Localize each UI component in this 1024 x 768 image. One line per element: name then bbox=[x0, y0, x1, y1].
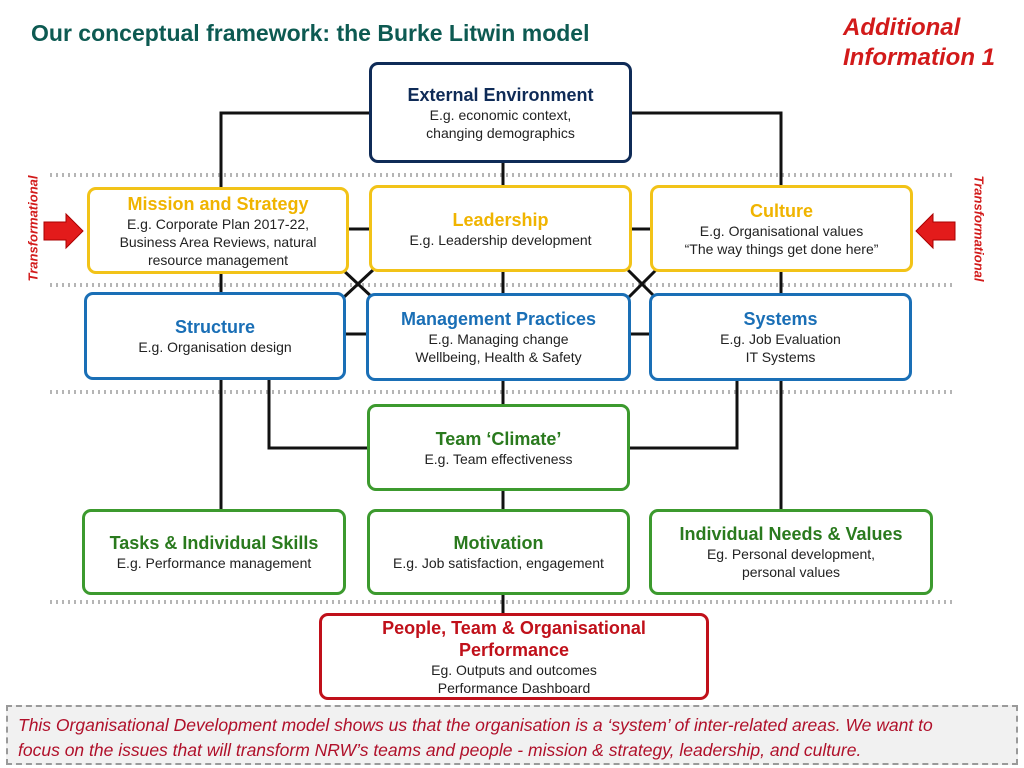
caption-line-1: This Organisational Development model sh… bbox=[18, 715, 933, 735]
box-leadership: Leadership E.g. Leadership development bbox=[369, 185, 632, 272]
structure-sub-1: E.g. Organisation design bbox=[138, 339, 292, 355]
structure-heading: Structure bbox=[174, 317, 255, 337]
needs-sub-1: Eg. Personal development, bbox=[706, 546, 876, 562]
motivation-sub-1: E.g. Job satisfaction, engagement bbox=[393, 555, 604, 571]
box-performance: People, Team & Organisational Performanc… bbox=[319, 613, 709, 700]
systems-sub-2: IT Systems bbox=[745, 349, 816, 365]
tasks-heading: Tasks & Individual Skills bbox=[109, 533, 319, 553]
systems-sub-1: E.g. Job Evaluation bbox=[720, 331, 841, 347]
leadership-sub-1: E.g. Leadership development bbox=[409, 231, 592, 248]
box-individual-needs-values: Individual Needs & Values Eg. Personal d… bbox=[649, 509, 933, 595]
transformational-label-right: Transformational bbox=[971, 175, 987, 282]
mission-sub-2: Business Area Reviews, natural bbox=[119, 233, 317, 250]
mission-sub-1: E.g. Corporate Plan 2017-22, bbox=[126, 215, 310, 232]
management-sub-1: E.g. Managing change bbox=[428, 331, 569, 347]
needs-sub-2: personal values bbox=[741, 564, 841, 580]
box-team-climate: Team ‘Climate’ E.g. Team effectiveness bbox=[367, 404, 630, 491]
box-tasks-individual-skills: Tasks & Individual Skills E.g. Performan… bbox=[82, 509, 346, 595]
external-sub-1: E.g. economic context, bbox=[429, 106, 572, 123]
performance-sub-1: Eg. Outputs and outcomes bbox=[431, 661, 597, 678]
box-motivation: Motivation E.g. Job satisfaction, engage… bbox=[367, 509, 630, 595]
connector-systems-climate bbox=[630, 376, 739, 450]
caption-box: This Organisational Development model sh… bbox=[6, 705, 1018, 765]
mission-heading: Mission and Strategy bbox=[127, 193, 309, 214]
management-sub-2: Wellbeing, Health & Safety bbox=[415, 349, 582, 365]
performance-sub-2: Performance Dashboard bbox=[437, 679, 591, 696]
additional-line-2: Information 1 bbox=[843, 44, 996, 71]
connector-structure-climate bbox=[267, 376, 370, 450]
cross-right-b bbox=[626, 268, 658, 300]
left-arrow-icon bbox=[43, 212, 84, 250]
culture-sub-2: “The way things get done here” bbox=[684, 240, 879, 257]
transformational-label-left: Transformational bbox=[25, 175, 41, 282]
performance-heading-2: Performance bbox=[458, 639, 570, 660]
performance-heading-1: People, Team & Organisational bbox=[382, 617, 646, 638]
cross-left-b bbox=[341, 268, 375, 300]
additional-line-1: Additional bbox=[843, 14, 961, 41]
box-management-practices: Management Practices E.g. Managing chang… bbox=[366, 293, 631, 381]
leadership-heading: Leadership bbox=[452, 209, 549, 230]
culture-heading: Culture bbox=[750, 200, 813, 221]
tasks-sub-1: E.g. Performance management bbox=[116, 555, 312, 571]
dotted-separators bbox=[50, 173, 955, 604]
box-systems: Systems E.g. Job Evaluation IT Systems bbox=[649, 293, 912, 381]
climate-heading: Team ‘Climate’ bbox=[435, 428, 562, 449]
motivation-heading: Motivation bbox=[453, 533, 544, 553]
box-external-environment: External Environment E.g. economic conte… bbox=[369, 62, 632, 163]
box-structure: Structure E.g. Organisation design bbox=[84, 292, 346, 380]
box-culture: Culture E.g. Organisational values “The … bbox=[650, 185, 913, 272]
management-heading: Management Practices bbox=[400, 309, 597, 329]
external-heading: External Environment bbox=[407, 84, 594, 105]
external-sub-2: changing demographics bbox=[426, 124, 575, 141]
page-title: Our conceptual framework: the Burke Litw… bbox=[31, 20, 590, 46]
additional-information-label: Additional Information 1 bbox=[843, 13, 995, 73]
right-arrow-icon bbox=[915, 212, 956, 250]
systems-heading: Systems bbox=[743, 309, 818, 329]
climate-sub-1: E.g. Team effectiveness bbox=[424, 450, 573, 467]
mission-sub-3: resource management bbox=[147, 251, 289, 268]
culture-sub-1: E.g. Organisational values bbox=[699, 222, 864, 239]
needs-heading: Individual Needs & Values bbox=[679, 524, 903, 544]
box-mission-strategy: Mission and Strategy E.g. Corporate Plan… bbox=[87, 187, 349, 274]
caption-line-2: focus on the issues that will transform … bbox=[18, 740, 862, 760]
